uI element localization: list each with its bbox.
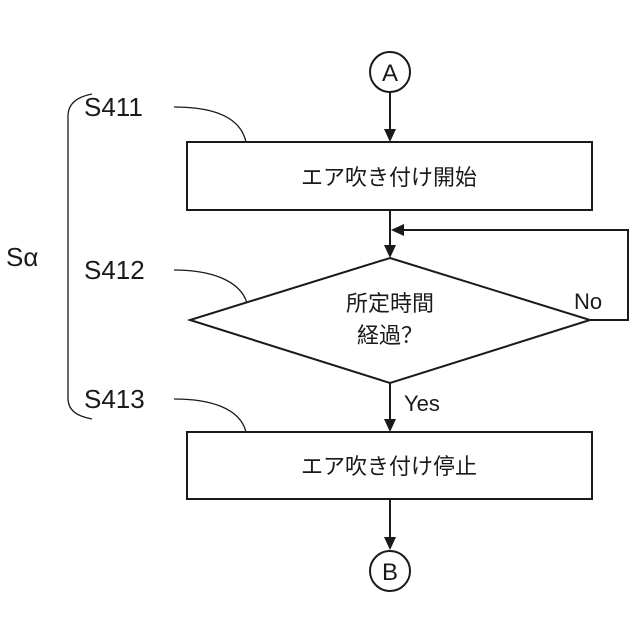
process-s413-label: エア吹き付け停止 [301,454,477,479]
no-branch-label: No [574,289,602,314]
connector-b: B [370,551,410,591]
leader-s412 [174,270,247,303]
leader-s413 [174,399,246,432]
yes-branch-label: Yes [404,391,440,416]
process-box-s411: エア吹き付け開始 [187,142,592,210]
process-box-s413: エア吹き付け停止 [187,432,592,499]
process-s411-label: エア吹き付け開始 [301,165,477,190]
step-id-s411: S411 [84,92,143,122]
step-id-s413: S413 [84,384,145,414]
connector-a: A [370,52,410,92]
decision-s412-line1: 所定時間 [346,291,434,316]
arrowhead-s413 [384,419,396,432]
no-loop-arrowhead [391,224,404,236]
connector-a-label: A [382,60,398,87]
arrowhead-s411 [384,129,396,142]
arrowhead-b [384,537,396,550]
decision-s412: 所定時間 経過？ [190,258,590,383]
connector-b-label: B [382,559,398,586]
arrowhead-s412 [384,245,396,258]
group-label: Sα [6,242,38,272]
leader-s411 [174,107,246,142]
step-id-s412: S412 [84,255,145,285]
decision-s412-line2: 経過？ [357,323,423,348]
